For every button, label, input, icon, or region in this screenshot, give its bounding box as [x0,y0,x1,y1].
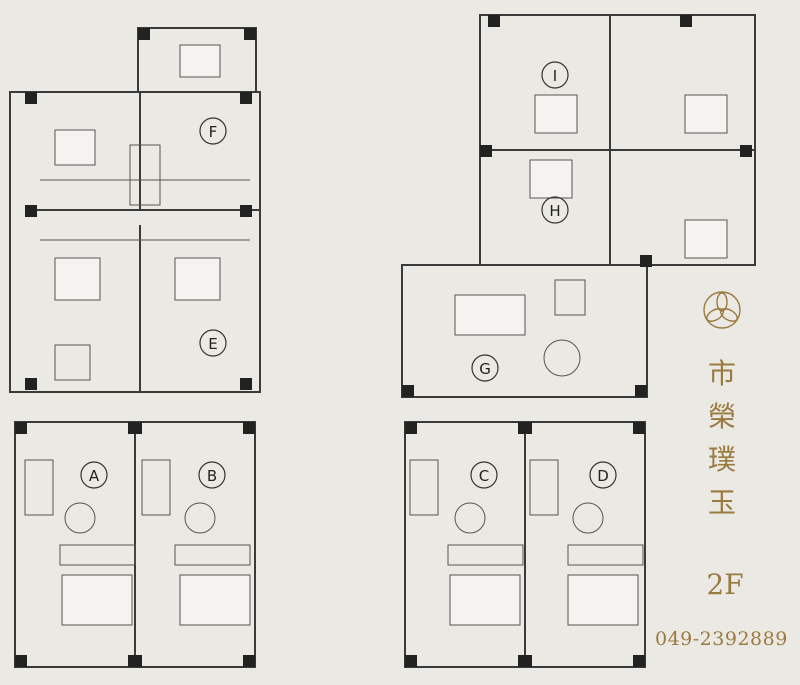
unit-label-circle-i [541,61,569,89]
unit-label-circle-b [198,461,226,489]
unit-label-circle-f [199,117,227,145]
unit-label-circle-g [471,354,499,382]
unit-label-c: C [479,467,489,485]
unit-label-circle-e [199,329,227,357]
brand-char-1: 市 [707,357,736,390]
unit-label-circle-c [470,461,498,489]
unit-label-circle-h [541,196,569,224]
brand-char-2: 榮 [707,400,736,433]
building-lower-right [404,421,646,668]
brand-name: 市 榮 璞 玉 [700,352,744,524]
brand-char-4: 玉 [707,486,736,519]
unit-label-d: D [597,467,609,485]
unit-label-f: F [209,123,218,141]
unit-label-i: I [553,67,557,85]
flower-of-life-icon [703,291,741,329]
unit-label-h: H [549,202,560,220]
unit-labels: A B C D E F G H I [80,61,617,489]
unit-label-circle-a [80,461,108,489]
phone-number: 049-2392889 [655,628,788,650]
unit-label-g: G [479,360,491,378]
building-upper-right [401,14,756,398]
building-lower-left [14,421,256,668]
floor-label: 2F [706,568,744,601]
unit-label-e: E [208,335,217,353]
unit-label-a: A [89,467,100,485]
building-upper-left [9,27,261,393]
brand-char-3: 璞 [707,443,736,476]
unit-label-circle-d [589,461,617,489]
unit-label-b: B [207,467,217,485]
